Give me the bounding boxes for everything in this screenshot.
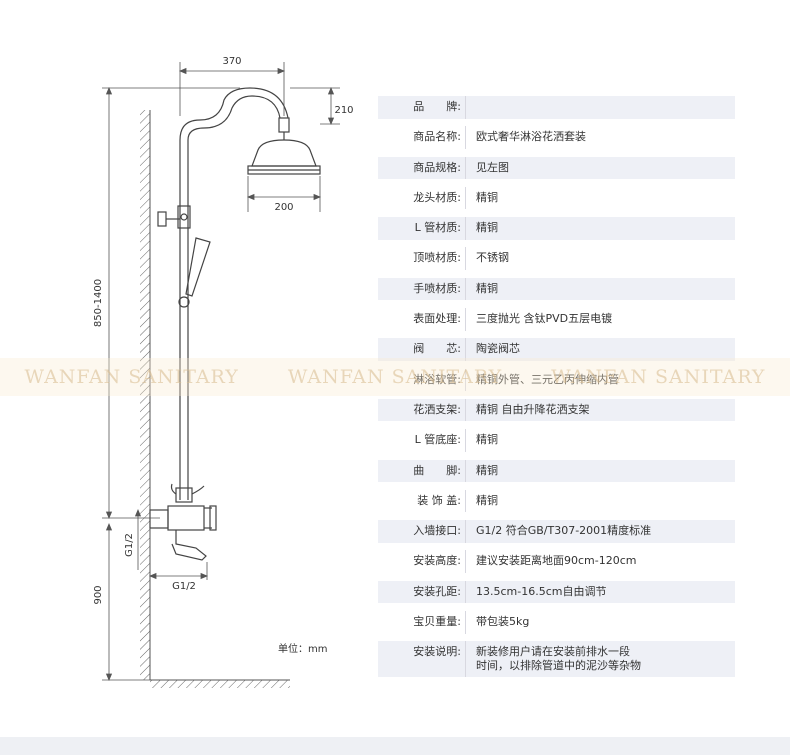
spec-label: 商品名称: bbox=[378, 126, 466, 149]
spec-value: 13.5cm-16.5cm自由调节 bbox=[476, 584, 607, 598]
spec-label: L 管材质: bbox=[378, 217, 466, 240]
spec-value: 精铜 bbox=[476, 433, 498, 447]
spec-label: 表面处理: bbox=[378, 308, 466, 331]
spec-row: 顶喷材质: 不锈钢 bbox=[378, 247, 735, 270]
spec-value: 精铜 bbox=[476, 221, 498, 235]
spec-label: 阀 芯: bbox=[378, 338, 466, 361]
spec-label: 曲 脚: bbox=[378, 459, 466, 483]
spec-value-line: 时间，以排除管道中的泥沙等杂物 bbox=[476, 659, 641, 673]
dim-210: 210 bbox=[334, 105, 353, 116]
spec-value: 建议安装距离地面90cm-120cm bbox=[476, 554, 637, 568]
bottom-strip bbox=[0, 737, 790, 755]
dim-370: 370 bbox=[222, 56, 241, 67]
spec-row: 装 饰 盖: 精铜 bbox=[378, 489, 735, 513]
riser-pipe bbox=[179, 87, 289, 500]
spec-row: L 管材质: 精铜 bbox=[378, 217, 735, 240]
spec-label: 装 饰 盖: bbox=[378, 489, 466, 513]
spec-row: 安装说明:新装修用户请在安装前排水一段时间，以排除管道中的泥沙等杂物 bbox=[378, 641, 735, 678]
spec-value: 三度抛光 含钛PVD五层电镀 bbox=[476, 312, 613, 326]
mixer-valve bbox=[149, 483, 217, 561]
spec-value: 带包装5kg bbox=[476, 615, 530, 629]
spec-value: 精铜 自由升降花洒支架 bbox=[476, 402, 590, 416]
dim-g12-horizontal: G1/2 bbox=[172, 581, 196, 592]
spec-row: 淋浴软管: 精铜外管、三元乙丙伸缩内管 bbox=[378, 368, 735, 392]
spec-value bbox=[466, 96, 476, 119]
spec-label: 顶喷材质: bbox=[378, 247, 466, 270]
spec-value: 精铜外管、三元乙丙伸缩内管 bbox=[476, 372, 619, 386]
spec-label: 商品规格: bbox=[378, 156, 466, 180]
dim-200: 200 bbox=[274, 202, 293, 213]
spec-label: 花洒支架: bbox=[378, 398, 466, 422]
wall-bracket bbox=[157, 205, 191, 229]
dim-900: 900 bbox=[93, 585, 104, 604]
spec-label: L 管底座: bbox=[378, 429, 466, 452]
spec-label: 手喷材质: bbox=[378, 277, 466, 301]
spec-row: 安装孔距: 13.5cm-16.5cm自由调节 bbox=[378, 580, 735, 604]
spec-row: 品 牌: bbox=[378, 96, 735, 119]
unit-label: 单位：mm bbox=[278, 644, 328, 655]
spec-value-line: 新装修用户请在安装前排水一段 bbox=[476, 645, 630, 659]
spec-row: L 管底座: 精铜 bbox=[378, 429, 735, 452]
spec-row: 龙头材质: 精铜 bbox=[378, 186, 735, 210]
spec-row: 宝贝重量: 带包装5kg bbox=[378, 611, 735, 634]
spec-value: 精铜 bbox=[476, 493, 498, 507]
spec-value: 欧式奢华淋浴花洒套装 bbox=[476, 130, 586, 144]
spec-label: 安装孔距: bbox=[378, 580, 466, 604]
dimension-lines bbox=[102, 62, 340, 682]
spec-label: 宝贝重量: bbox=[378, 611, 466, 634]
spec-label: 入墙接口: bbox=[378, 520, 466, 543]
spec-row: 安装高度: 建议安装距离地面90cm-120cm bbox=[378, 550, 735, 573]
spec-row: 花洒支架: 精铜 自由升降花洒支架 bbox=[378, 398, 735, 422]
shower-technical-drawing: 370 210 200 850-1400 900 G1/2 G1/2 bbox=[93, 56, 354, 688]
spec-label: 龙头材质: bbox=[378, 186, 466, 210]
spec-value: 精铜 bbox=[476, 463, 498, 477]
spec-value: G1/2 符合GB/T307-2001精度标准 bbox=[476, 524, 652, 538]
spec-value: 新装修用户请在安装前排水一段时间，以排除管道中的泥沙等杂物 bbox=[466, 641, 641, 677]
spec-label: 安装高度: bbox=[378, 550, 466, 573]
spec-value: 陶瓷阀芯 bbox=[476, 342, 520, 356]
spec-value: 见左图 bbox=[476, 160, 509, 174]
spec-row: 表面处理: 三度抛光 含钛PVD五层电镀 bbox=[378, 308, 735, 331]
spec-label: 品 牌: bbox=[378, 96, 466, 119]
spec-value: 精铜 bbox=[476, 190, 498, 204]
spec-row: 曲 脚: 精铜 bbox=[378, 459, 735, 483]
dim-850-1400: 850-1400 bbox=[93, 279, 104, 327]
spec-row: 商品规格: 见左图 bbox=[378, 156, 735, 180]
spec-row: 商品名称: 欧式奢华淋浴花洒套装 bbox=[378, 126, 735, 149]
dim-g12-vertical: G1/2 bbox=[124, 533, 135, 557]
spec-label: 淋浴软管: bbox=[378, 368, 466, 392]
spec-row: 阀 芯: 陶瓷阀芯 bbox=[378, 338, 735, 361]
spec-value: 不锈钢 bbox=[476, 251, 509, 265]
hand-shower bbox=[178, 237, 211, 308]
spec-row: 入墙接口: G1/2 符合GB/T307-2001精度标准 bbox=[378, 520, 735, 543]
spec-row: 手喷材质: 精铜 bbox=[378, 277, 735, 301]
head-shower bbox=[247, 117, 321, 175]
wall bbox=[140, 110, 290, 688]
spec-value: 精铜 bbox=[476, 281, 498, 295]
spec-label: 安装说明: bbox=[378, 641, 466, 678]
